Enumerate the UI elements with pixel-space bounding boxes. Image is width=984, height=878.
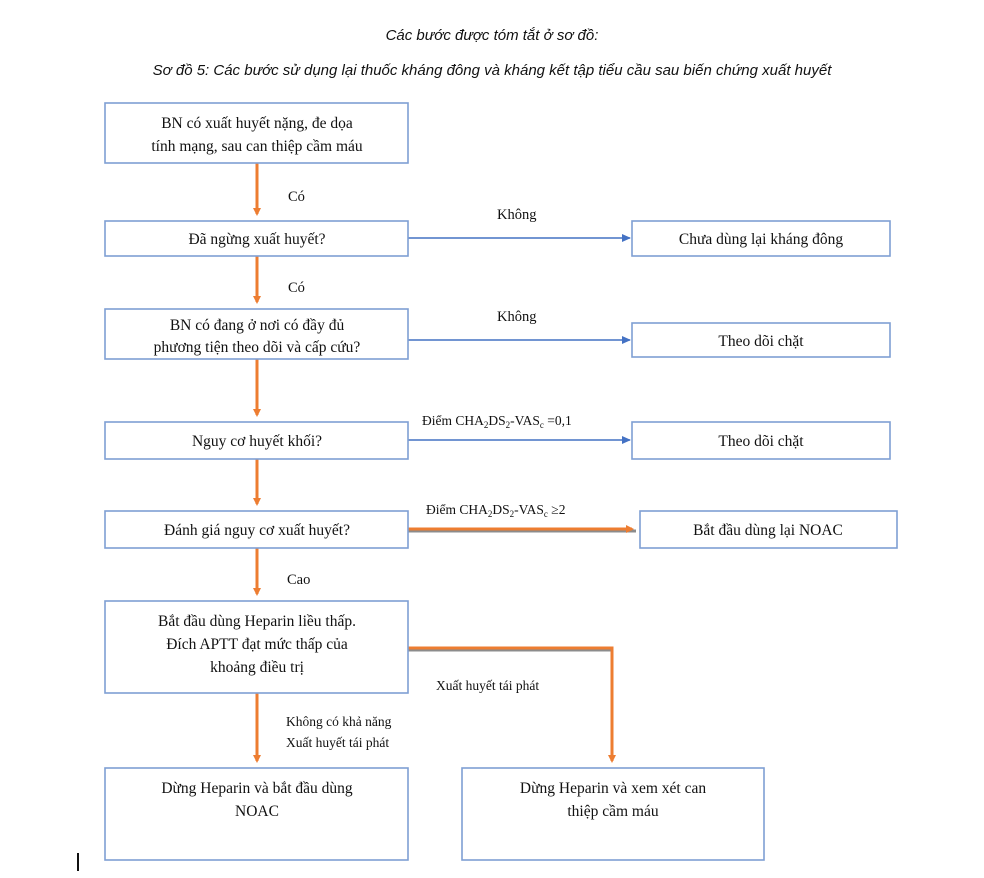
edge-label-score-high: Điểm CHA2DS2-VASc ≥2 <box>426 502 565 519</box>
node-monitor-1: Theo dõi chặt <box>631 322 891 358</box>
node-text: Theo dõi chặt <box>718 433 804 450</box>
node-no-anticoag: Chưa dùng lại kháng đông <box>631 220 891 257</box>
node-text: Nguy cơ huyết khối? <box>192 433 322 450</box>
edge-label-score-low: Điểm CHA2DS2-VASc =0,1 <box>422 413 572 430</box>
node-text: NOAC <box>235 803 279 820</box>
node-stop-heparin-noac: Dừng Heparin và bắt đầu dùng NOAC <box>104 767 409 861</box>
node-text: Bắt đầu dùng lại NOAC <box>693 522 843 539</box>
node-text: khoảng điều trị <box>210 659 305 676</box>
edge-label-no-recurrence: Không có khả năng <box>286 714 392 729</box>
node-text: tính mạng, sau can thiệp cầm máu <box>151 138 363 155</box>
node-text: Chưa dùng lại kháng đông <box>679 231 843 248</box>
node-text: phương tiện theo dõi và cấp cứu? <box>154 339 361 356</box>
node-monitor-2: Theo dõi chặt <box>631 421 891 460</box>
node-text: BN có xuất huyết nặng, đe dọa <box>161 115 353 132</box>
node-text: Bắt đầu dùng Heparin liều thấp. <box>158 613 356 630</box>
edge-label-high: Cao <box>287 572 310 588</box>
node-restart-noac: Bắt đầu dùng lại NOAC <box>639 510 898 549</box>
node-text: Đánh giá nguy cơ xuất huyết? <box>164 522 350 539</box>
node-bleeding-stopped: Đã ngừng xuất huyết? <box>104 220 409 257</box>
node-heparin: Bắt đầu dùng Heparin liều thấp. Đích APT… <box>104 600 409 694</box>
node-text: thiệp cầm máu <box>567 803 658 820</box>
edge-label-yes: Có <box>288 189 305 205</box>
node-text: Dừng Heparin và xem xét can <box>520 780 706 797</box>
node-stop-heparin-hemostasis: Dừng Heparin và xem xét can thiệp cầm má… <box>461 767 765 861</box>
node-facility: BN có đang ở nơi có đầy đủ phương tiện t… <box>104 308 409 360</box>
edge-label-recurrent: Xuất huyết tái phát <box>436 678 539 693</box>
text-cursor <box>77 853 79 871</box>
node-bleeding-risk: Đánh giá nguy cơ xuất huyết? <box>104 510 409 549</box>
node-text: Đã ngừng xuất huyết? <box>188 231 325 248</box>
node-text: Đích APTT đạt mức thấp của <box>166 636 348 653</box>
edge-label-no-recurrence: Xuất huyết tái phát <box>286 735 389 750</box>
edge-label-no: Không <box>497 207 536 223</box>
edge-label-no: Không <box>497 309 536 325</box>
caption-intro: Các bước được tóm tắt ở sơ đồ: <box>385 27 599 44</box>
edge-label-yes: Có <box>288 280 305 296</box>
diagram-title: Sơ đồ 5: Các bước sử dụng lại thuốc khán… <box>152 62 832 79</box>
arrow-heparin-recurrent <box>408 646 616 763</box>
node-start: BN có xuất huyết nặng, đe dọa tính mạng,… <box>104 102 409 164</box>
node-text: Theo dõi chặt <box>718 333 804 350</box>
node-thrombosis-risk: Nguy cơ huyết khối? <box>104 421 409 460</box>
node-text: Dừng Heparin và bắt đầu dùng <box>161 780 353 797</box>
node-text: BN có đang ở nơi có đầy đủ <box>170 317 345 334</box>
